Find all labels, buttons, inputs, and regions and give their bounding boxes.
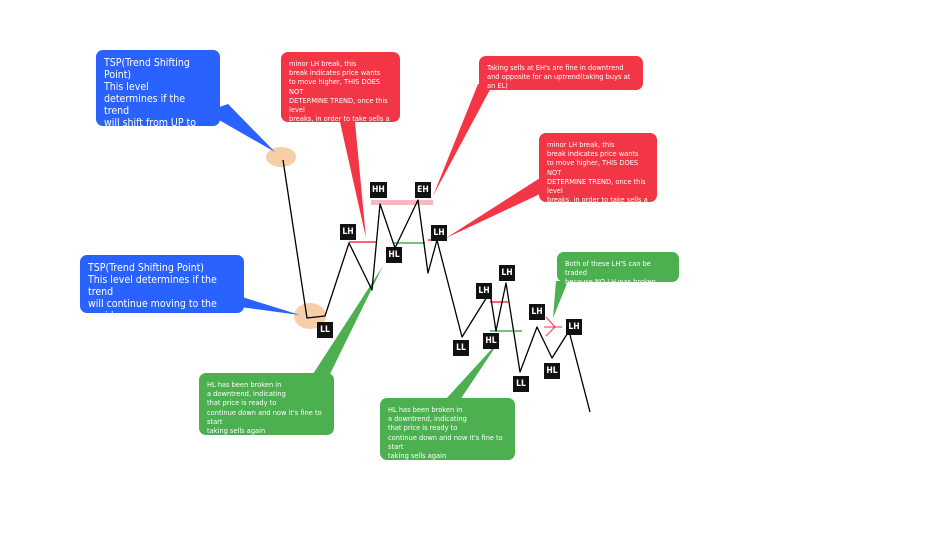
callout-hl-broken-2: HL has been broken in a downtrend, indic…	[380, 398, 515, 460]
label-hl-3: HL	[544, 363, 560, 379]
tsp-top-highlight	[266, 147, 296, 167]
label-hl-1: HL	[386, 247, 402, 263]
label-lh-4: LH	[499, 265, 515, 281]
hl-broken-1-pointer	[313, 266, 383, 374]
label-hh: HH	[370, 182, 387, 198]
callout-tsp-down: TSP(Trend Shifting Point) This level det…	[96, 50, 220, 141]
callout-hl-broken-1: HL has been broken in a downtrend, indic…	[199, 373, 334, 435]
label-lh-1: LH	[340, 224, 356, 240]
callout-tsp-up: TSP(Trend Shifting Point) This level det…	[80, 255, 244, 322]
label-lh-5: LH	[529, 304, 545, 320]
minor-lh-1-pointer	[340, 122, 366, 238]
eh-zone	[371, 200, 433, 205]
both-lh-pointer	[553, 281, 568, 318]
label-eh: EH	[415, 182, 431, 198]
eh-sells-pointer	[433, 84, 493, 196]
callout-minor-lh-1: minor LH break, this break indicates pri…	[281, 52, 400, 142]
label-hl-2: HL	[483, 333, 499, 349]
minor-lh-2-pointer	[446, 178, 540, 238]
label-lh-2: LH	[431, 225, 447, 241]
tsp-up-pointer	[226, 292, 300, 315]
callout-eh-sells: Taking sells at EH's are fine in downtre…	[479, 56, 643, 90]
hl-broken-2-pointer	[445, 340, 500, 400]
label-ll-1: LL	[317, 322, 333, 338]
label-ll-2: LL	[453, 340, 469, 356]
lh-projection-arrow-icon	[545, 316, 556, 337]
label-ll-3: LL	[513, 376, 529, 392]
label-lh-6: LH	[566, 319, 582, 335]
label-lh-3: LH	[476, 283, 492, 299]
callout-both-lh: Both of these LH'S can be traded because…	[557, 252, 679, 286]
tsp-down-pointer	[205, 104, 275, 152]
callout-minor-lh-2: minor LH break, this break indicates pri…	[539, 133, 657, 223]
